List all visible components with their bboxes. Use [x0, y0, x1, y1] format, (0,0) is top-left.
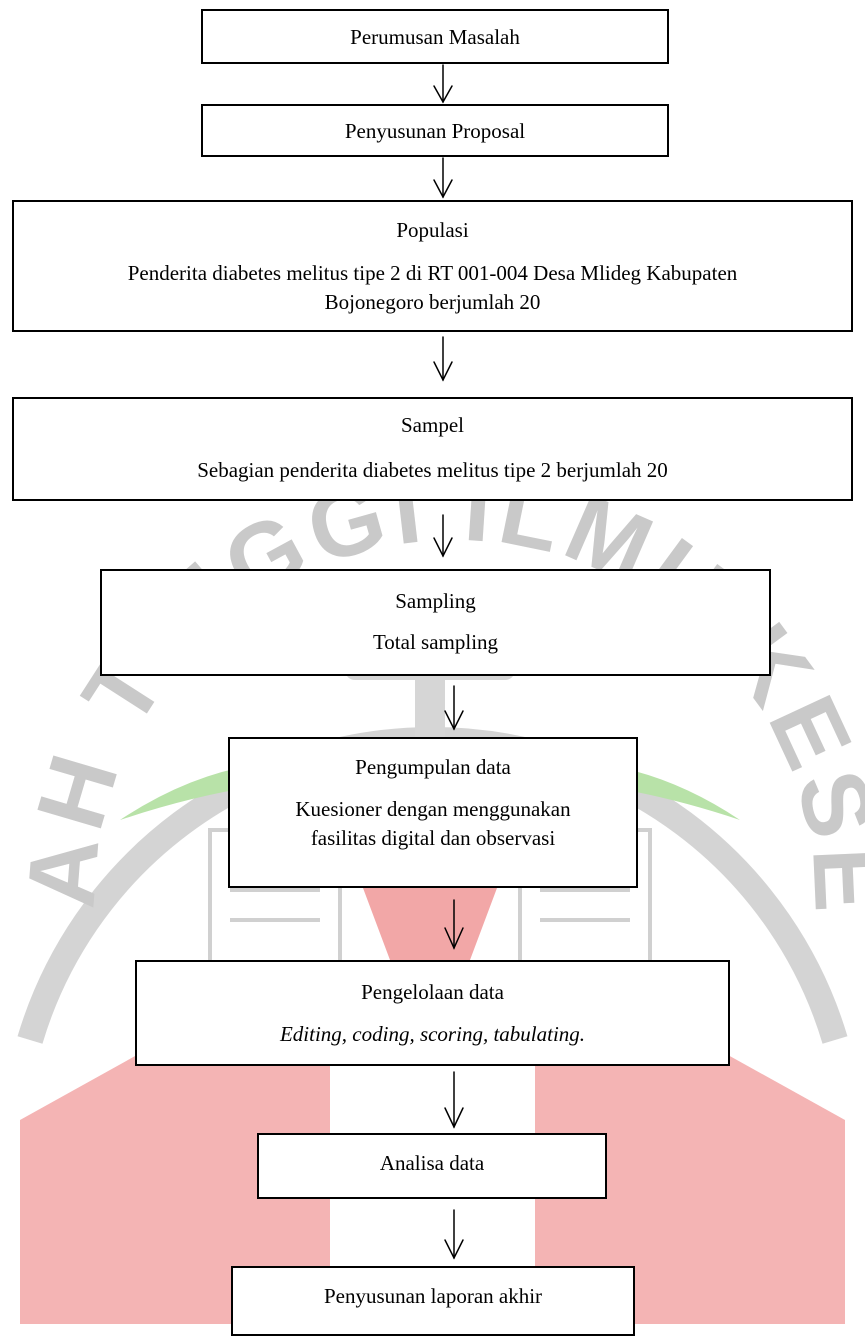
step-penyusunan-laporan-akhir: Penyusunan laporan akhir	[231, 1266, 635, 1336]
step-detail: Penderita diabetes melitus tipe 2 di RT …	[127, 261, 738, 286]
watermark-red-shape	[20, 880, 845, 1324]
step-title: Pengumpulan data	[355, 755, 511, 779]
step-title: Perumusan Masalah	[350, 25, 520, 49]
step-title: Sampling	[395, 589, 476, 613]
step-title: Populasi	[396, 218, 469, 242]
step-perumusan-masalah: Perumusan Masalah	[201, 9, 669, 64]
step-analisa-data: Analisa data	[257, 1133, 607, 1199]
step-title: Pengelolaan data	[361, 980, 504, 1004]
step-sampel: Sampel Sebagian penderita diabetes melit…	[12, 397, 853, 501]
step-title: Penyusunan Proposal	[344, 119, 526, 143]
step-title: Analisa data	[379, 1151, 485, 1175]
step-pengumpulan-data: Pengumpulan data Kuesioner dengan menggu…	[228, 737, 638, 888]
step-title: Penyusunan laporan akhir	[323, 1284, 543, 1308]
step-detail: Bojonegoro berjumlah 20	[324, 289, 541, 314]
step-pengelolaan-data: Pengelolaan data Editing, coding, scorin…	[135, 960, 730, 1066]
step-title: Sampel	[401, 413, 464, 437]
step-detail: Total sampling	[372, 630, 499, 655]
step-detail: Sebagian penderita diabetes melitus tipe…	[197, 458, 668, 483]
step-detail: fasilitas digital dan observasi	[310, 825, 556, 850]
step-populasi: Populasi Penderita diabetes melitus tipe…	[12, 200, 853, 332]
step-detail: Kuesioner dengan menggunakan	[295, 797, 571, 822]
step-detail: Editing, coding, scoring, tabulating.	[279, 1022, 586, 1047]
step-penyusunan-proposal: Penyusunan Proposal	[201, 104, 669, 157]
step-sampling: Sampling Total sampling	[100, 569, 771, 676]
